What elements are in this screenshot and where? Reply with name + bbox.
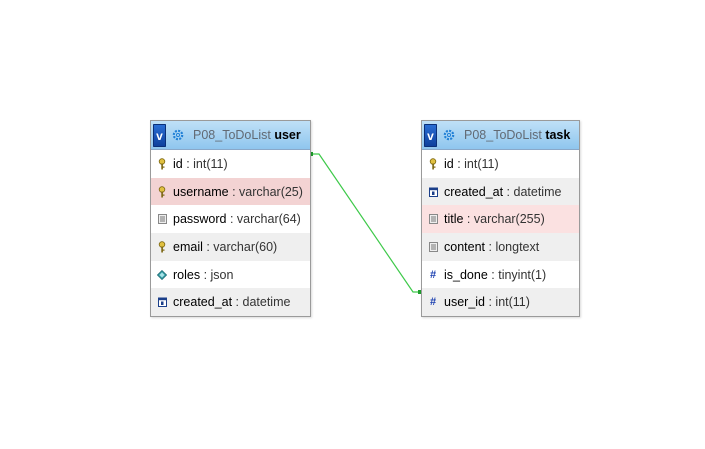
text-icon (157, 213, 167, 225)
key-icon (157, 241, 167, 253)
column-row[interactable]: # is_done : tinyint(1) (429, 267, 547, 282)
text-icon (428, 241, 438, 253)
column-name: created_at (444, 184, 504, 199)
column-row[interactable]: email : varchar(60) (151, 233, 310, 261)
hash-icon: # (429, 296, 437, 309)
column-name: created_at (173, 295, 233, 310)
toggle-button[interactable]: v (424, 124, 437, 147)
table-user[interactable]: v P08_ToDoList user id : int(11) usernam… (150, 120, 311, 318)
gear-icon[interactable] (442, 128, 456, 142)
calendar-icon (428, 186, 438, 198)
column-type: varchar(64) (236, 212, 301, 227)
column-list: id : int(11) username : varchar(25) pass… (151, 150, 310, 317)
text-icon (428, 213, 438, 225)
column-type: json (210, 267, 234, 282)
key-icon (428, 158, 438, 170)
column-type: int(11) (464, 156, 499, 171)
column-type: longtext (495, 239, 540, 254)
column-name: id (173, 156, 183, 171)
column-name: user_id (444, 295, 485, 310)
column-row[interactable]: roles : json (151, 261, 310, 289)
table-name: task (545, 128, 571, 142)
column-name: username (173, 184, 229, 199)
table-title: P08_ToDoList user (193, 128, 301, 142)
gear-icon[interactable] (171, 128, 185, 142)
column-row[interactable]: username : varchar(25) (151, 177, 310, 206)
database-name: P08_ToDoList (193, 128, 271, 142)
column-row[interactable]: created_at : datetime (151, 288, 310, 317)
column-type: varchar(60) (213, 239, 278, 254)
column-type: int(11) (495, 295, 530, 310)
column-row[interactable]: title : varchar(255) (422, 205, 579, 234)
column-type: int(11) (193, 156, 228, 171)
column-type: datetime (513, 184, 562, 199)
column-row[interactable]: password : varchar(64) (151, 205, 310, 233)
table-task[interactable]: v P08_ToDoList task id : int(11) created… (421, 120, 580, 318)
column-type: tinyint(1) (498, 267, 547, 282)
column-name: is_done (444, 267, 488, 282)
column-name: title (444, 212, 464, 227)
column-row[interactable]: content : longtext (422, 233, 579, 261)
column-name: email (173, 239, 203, 254)
key-icon (157, 185, 167, 198)
column-name: password (173, 212, 227, 227)
table-title: P08_ToDoList task (464, 128, 570, 142)
column-type: datetime (242, 295, 291, 310)
column-row[interactable]: id : int(11) (151, 150, 310, 178)
toggle-button[interactable]: v (153, 124, 166, 147)
table-name: user (274, 128, 301, 142)
database-name: P08_ToDoList (464, 128, 542, 142)
column-name: roles (173, 267, 201, 282)
column-type: varchar(25) (239, 184, 303, 199)
column-row[interactable]: # user_id : int(11) (422, 288, 579, 317)
column-row[interactable]: id : int(11) (422, 150, 579, 178)
column-name: id (444, 156, 454, 171)
diamond-icon (157, 269, 167, 281)
calendar-icon (157, 296, 167, 308)
column-row[interactable]: created_at : datetime (422, 177, 579, 206)
table-header[interactable]: v P08_ToDoList user (151, 121, 310, 150)
hash-icon: # (429, 268, 437, 281)
column-type: varchar(255) (473, 212, 545, 227)
table-header[interactable]: v P08_ToDoList task (422, 121, 579, 150)
column-list: id : int(11) created_at : datetime title… (422, 150, 579, 317)
key-icon (157, 158, 167, 170)
column-name: content (444, 239, 486, 254)
